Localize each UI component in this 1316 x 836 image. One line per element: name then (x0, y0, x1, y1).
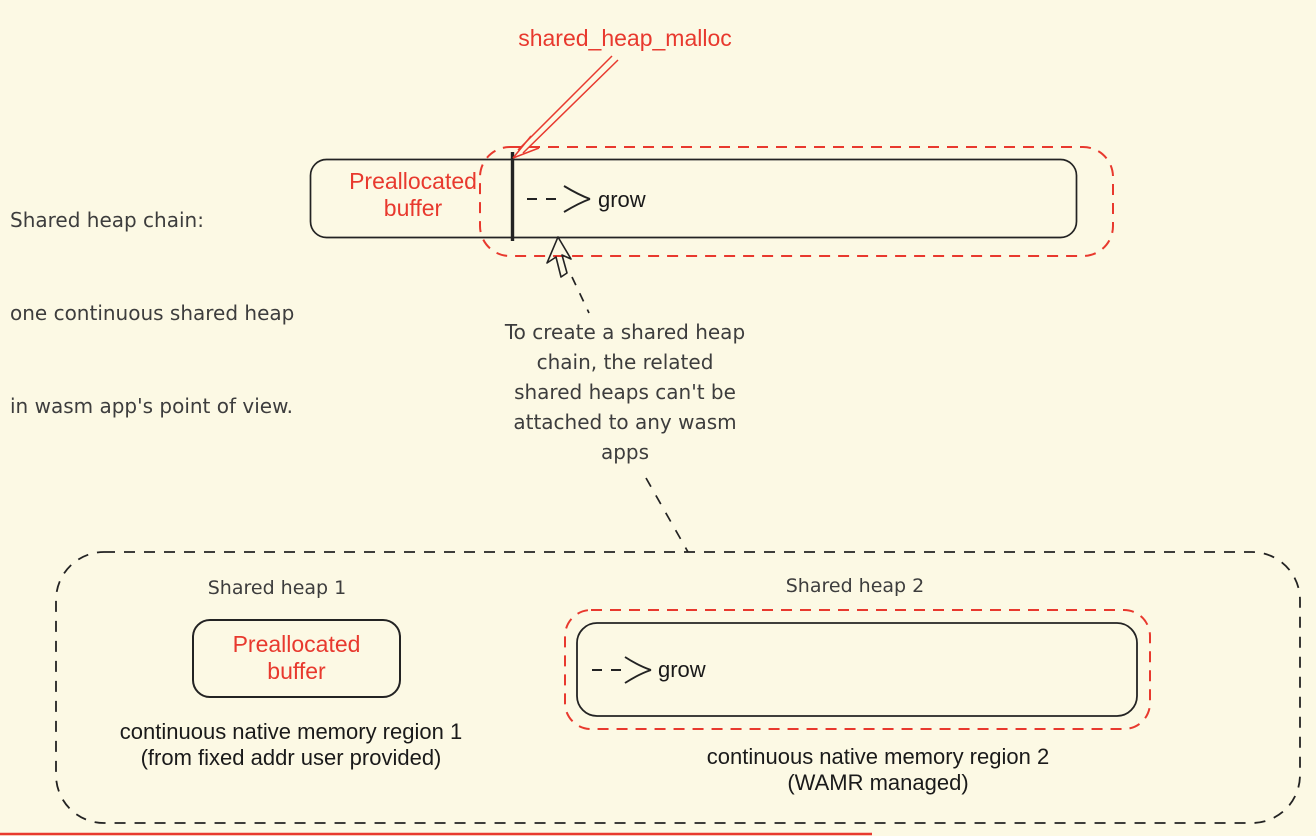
heap2-title: Shared heap 2 (785, 575, 925, 597)
heap2-grow-label: grow (658, 657, 706, 682)
chain-note-line: one continuous shared heap (10, 301, 295, 325)
grow-label: grow (598, 187, 646, 212)
native-memory-container-outline (55, 551, 1301, 824)
chain-note-line: Shared heap chain: (10, 208, 204, 232)
malloc-arrow-icon (512, 55, 619, 159)
cursor-arrow-icon (546, 236, 572, 278)
malloc-label: shared_heap_malloc (518, 25, 732, 51)
heap1-title: Shared heap 1 (207, 577, 347, 599)
heap1-prealloc-label: Preallocated buffer (232, 631, 361, 684)
heap1-caption: continuous native memory region 1 (from … (119, 719, 463, 770)
connector-dashed-top (571, 276, 590, 314)
grow-arrow-icon (527, 185, 591, 213)
heap2-caption: continuous native memory region 2 (WAMR … (706, 744, 1050, 795)
heap2-box (576, 622, 1138, 717)
chain-note-line: in wasm app's point of view. (10, 394, 293, 418)
bar-prealloc-label: Preallocated buffer (349, 168, 477, 221)
heap1-prealloc-box (192, 619, 401, 698)
shared-heap-bar-outline (309, 158, 1078, 239)
chain-constraint-note: To create a shared heap chain, the relat… (504, 320, 746, 464)
chain-note: Shared heap chain: one continuous shared… (10, 143, 294, 484)
shared-heap-chain-outline (479, 146, 1114, 257)
connector-dashed-bottom (645, 477, 689, 553)
heap2-red-outline (564, 609, 1151, 730)
grow-arrow-icon-2 (592, 656, 652, 684)
